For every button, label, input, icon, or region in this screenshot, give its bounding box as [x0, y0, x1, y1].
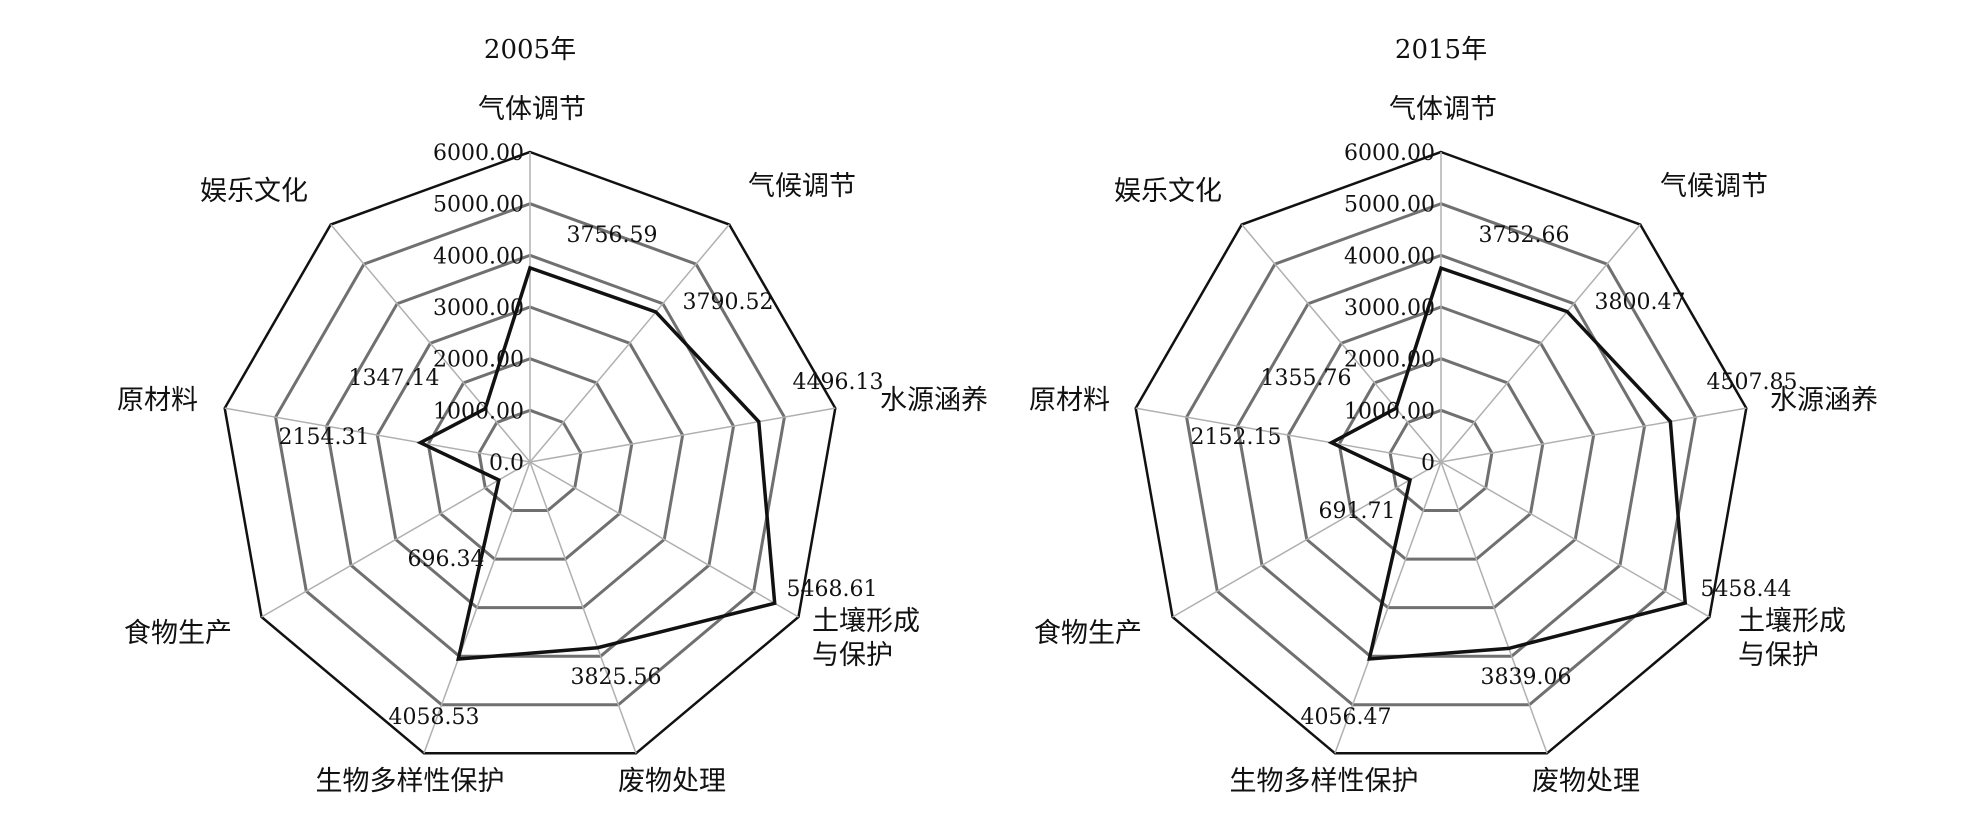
data-label: 1347.14 [349, 366, 440, 391]
axis-spoke [423, 461, 531, 754]
grid-ring [1185, 202, 1697, 707]
data-label: 3800.47 [1595, 290, 1686, 315]
tick-label: 5000.00 [433, 193, 524, 218]
category-label: 气体调节 [478, 94, 586, 125]
tick-label: 6000.00 [433, 141, 524, 166]
tick-label: 3000.00 [1344, 296, 1435, 321]
grid-ring [1235, 253, 1647, 658]
data-label: 696.34 [408, 547, 485, 572]
tick-label: 0 [1421, 451, 1435, 476]
axis-spoke [1172, 461, 1442, 618]
grid-ring [274, 202, 786, 707]
category-label: 食物生产 [1034, 618, 1142, 649]
tick-label: 2000.00 [1344, 348, 1435, 373]
grid-ring [1286, 305, 1596, 610]
category-label: 水源涵养 [880, 385, 988, 416]
data-label: 3839.06 [1481, 665, 1572, 690]
category-label: 气候调节 [748, 171, 856, 202]
radar-chart-2015: 0 1000.00 2000.00 3000.00 4000.00 5000.00 6000… [1029, 35, 1878, 797]
data-label: 3825.56 [571, 665, 662, 690]
data-label: 4507.85 [1707, 370, 1798, 395]
tick-label: 4000.00 [433, 244, 524, 269]
category-label: 水源涵养 [1770, 385, 1878, 416]
data-label: 5458.44 [1701, 577, 1792, 602]
radar-chart-2005: 0.0 1000.00 2000.00 3000.00 4000.00 5000.00 60… [117, 35, 988, 797]
grid-ring [1388, 408, 1494, 513]
category-label: 废物处理 [618, 766, 726, 797]
category-label: 土壤形成与保护 [812, 606, 920, 671]
grid-ring [324, 253, 736, 658]
axis-spoke [529, 461, 799, 618]
data-label: 691.71 [1319, 499, 1396, 524]
category-label: 食物生产 [124, 618, 232, 649]
data-label: 3752.66 [1479, 223, 1570, 248]
category-label: 生物多样性保护 [316, 766, 505, 797]
axis-spoke [1241, 224, 1442, 463]
axis-spoke [1440, 461, 1548, 754]
data-label: 4058.53 [389, 705, 480, 730]
axis-spoke [224, 407, 531, 463]
category-label: 生物多样性保护 [1230, 766, 1419, 797]
axis-spoke [330, 224, 531, 463]
chart-title: 2015年 [1395, 35, 1487, 65]
axis-spoke [529, 224, 730, 463]
tick-label: 6000.00 [1344, 141, 1435, 166]
tick-label: 0.0 [489, 451, 524, 476]
grid-ring [375, 305, 685, 610]
data-label: 2154.31 [279, 425, 370, 450]
outer-ring [1134, 150, 1748, 755]
axis-spoke [1440, 224, 1641, 463]
axis-spoke [529, 461, 637, 754]
series-line [1327, 265, 1688, 661]
tick-label: 2000.00 [433, 348, 524, 373]
axis-spoke [261, 461, 531, 618]
series-line [416, 265, 777, 661]
category-label: 娱乐文化 [200, 176, 308, 207]
data-label: 4496.13 [793, 370, 884, 395]
tick-label: 5000.00 [1344, 193, 1435, 218]
data-label: 3756.59 [567, 223, 658, 248]
category-label: 气体调节 [1389, 94, 1497, 125]
data-label: 1355.76 [1261, 366, 1352, 391]
axis-spoke [1440, 407, 1747, 463]
axis-spoke [1135, 407, 1442, 463]
axis-spoke [1440, 461, 1710, 618]
data-label: 5468.61 [787, 577, 878, 602]
category-label: 原材料 [117, 385, 198, 416]
category-label: 废物处理 [1532, 766, 1640, 797]
tick-label: 3000.00 [433, 296, 524, 321]
data-label: 2152.15 [1191, 425, 1282, 450]
grid-ring [1337, 357, 1545, 561]
category-label: 气候调节 [1660, 171, 1768, 202]
data-label: 3790.52 [683, 290, 774, 315]
outer-ring [223, 150, 837, 755]
tick-label: 4000.00 [1344, 244, 1435, 269]
chart-title: 2005年 [484, 35, 576, 65]
grid-ring [426, 357, 634, 561]
category-label: 娱乐文化 [1114, 176, 1222, 207]
grid-ring [477, 408, 583, 513]
axis-spoke [529, 407, 836, 463]
axis-spoke [1334, 461, 1442, 754]
category-label: 土壤形成与保护 [1738, 606, 1846, 671]
tick-label: 1000.00 [1344, 399, 1435, 424]
data-label: 4056.47 [1301, 705, 1392, 730]
category-label: 原材料 [1029, 385, 1110, 416]
tick-label: 1000.00 [433, 399, 524, 424]
